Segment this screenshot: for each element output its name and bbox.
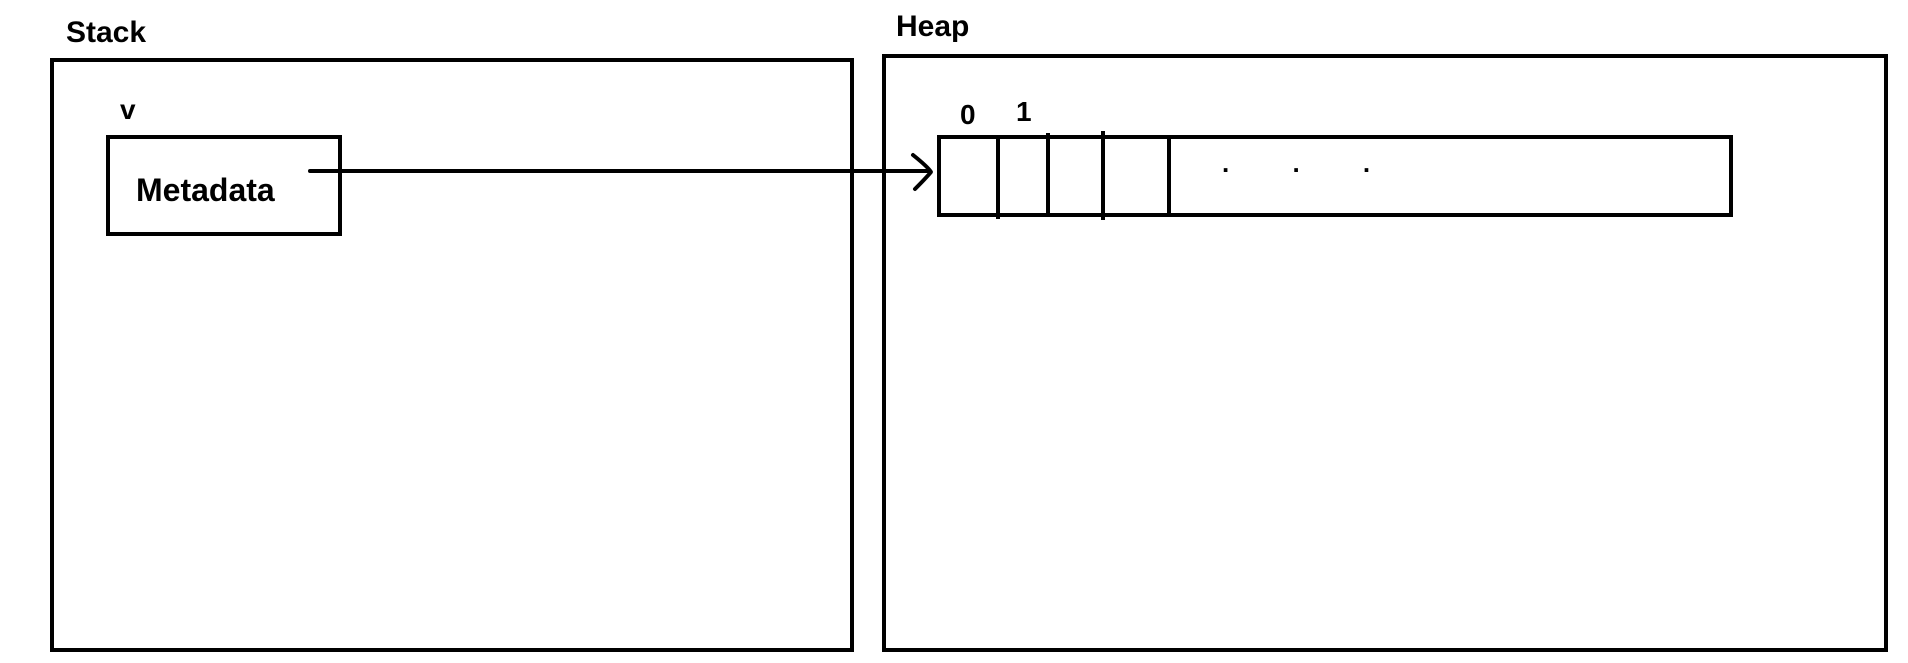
array-outline bbox=[937, 135, 1733, 217]
array-index-0: 0 bbox=[960, 99, 976, 130]
array-index-1: 1 bbox=[1016, 96, 1032, 127]
array-continuation: . . . bbox=[1222, 148, 1398, 178]
stack-panel bbox=[50, 58, 854, 652]
metadata-box bbox=[106, 135, 342, 236]
arrowhead-icon bbox=[911, 153, 933, 191]
metadata-label: Metadata bbox=[136, 172, 275, 208]
stack-title: Stack bbox=[66, 16, 147, 49]
heap-title: Heap bbox=[896, 10, 970, 43]
variable-name-label: v bbox=[120, 94, 136, 125]
heap-panel bbox=[882, 54, 1888, 652]
